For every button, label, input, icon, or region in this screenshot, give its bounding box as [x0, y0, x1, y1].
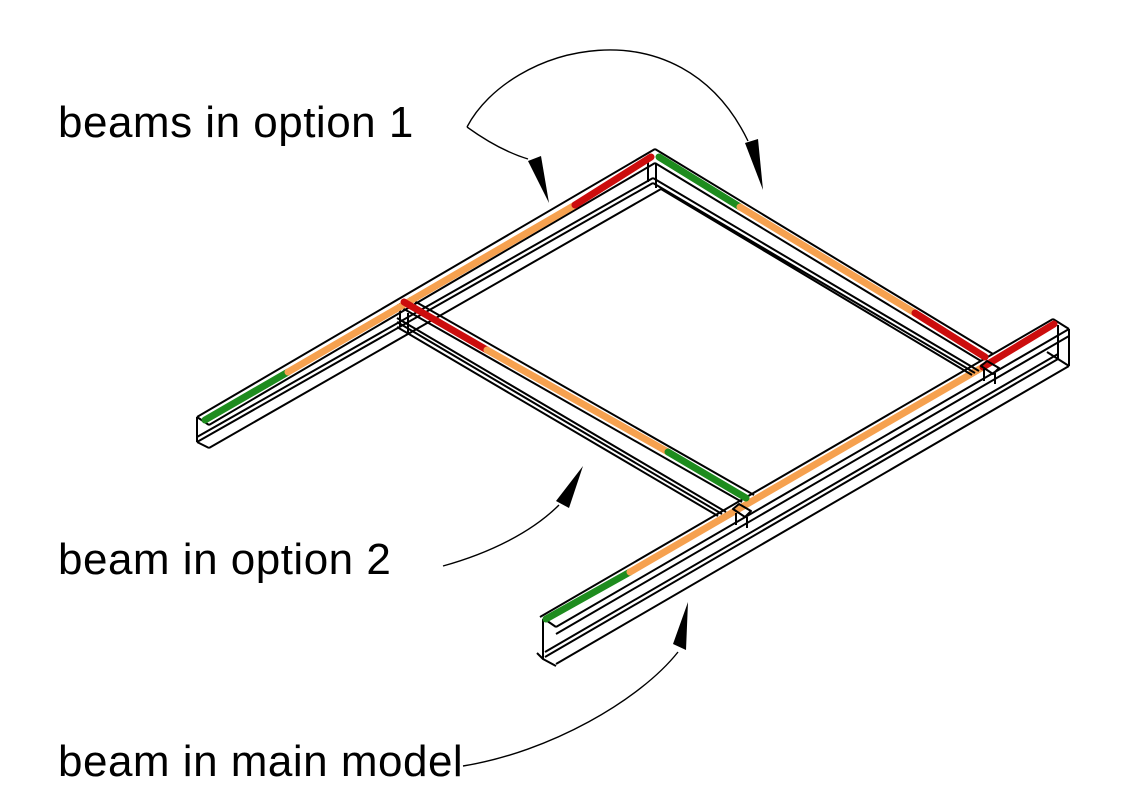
- beam-main-segment-red: [979, 320, 1058, 371]
- connection-plates: [732, 360, 1000, 528]
- beam-top-right: [652, 148, 994, 376]
- beam-main: [536, 318, 1070, 667]
- beam-middle-segment-red: [400, 298, 491, 354]
- label-beam-in-main-model: beam in main model: [58, 737, 464, 786]
- beam-main-segment-green: [542, 568, 634, 623]
- beam-main-segment-orange: [626, 363, 987, 576]
- beam-middle-segment-orange: [483, 346, 672, 456]
- option1-leader-line-right: [466, 49, 749, 142]
- option1-leader-line-left: [466, 126, 529, 160]
- beam-status-lines: [201, 153, 989, 502]
- option2-leader-line: [442, 504, 560, 567]
- option1-arrowhead-left: [528, 156, 549, 203]
- beam-top-right-outline: [652, 148, 994, 376]
- option1-arrowhead-right: [745, 139, 763, 190]
- connection-plate-middle-main: [732, 503, 752, 528]
- beam-middle-outline: [396, 297, 755, 517]
- beam-main-outline: [536, 318, 1070, 667]
- leader-arrows: [442, 49, 763, 767]
- beam-top-right-segment-green: [655, 153, 744, 211]
- beam-middle: [396, 297, 755, 517]
- main-model-leader-line: [462, 651, 679, 767]
- beam-top-right-segment-orange: [736, 203, 919, 317]
- label-beam-in-option-2: beam in option 2: [58, 535, 392, 584]
- connection-plate-topright-main: [980, 360, 1000, 384]
- beam-top-left-segment-green: [201, 368, 292, 424]
- beam-top-left-segment-red: [571, 153, 655, 209]
- main-model-arrowhead: [673, 602, 688, 650]
- beam-top-left-segment-orange: [284, 201, 579, 376]
- beam-middle-segment-green: [664, 448, 750, 502]
- label-beams-in-option-1: beams in option 1: [58, 98, 414, 147]
- beam-top-right-segment-red: [911, 309, 989, 361]
- option2-arrowhead: [556, 466, 583, 508]
